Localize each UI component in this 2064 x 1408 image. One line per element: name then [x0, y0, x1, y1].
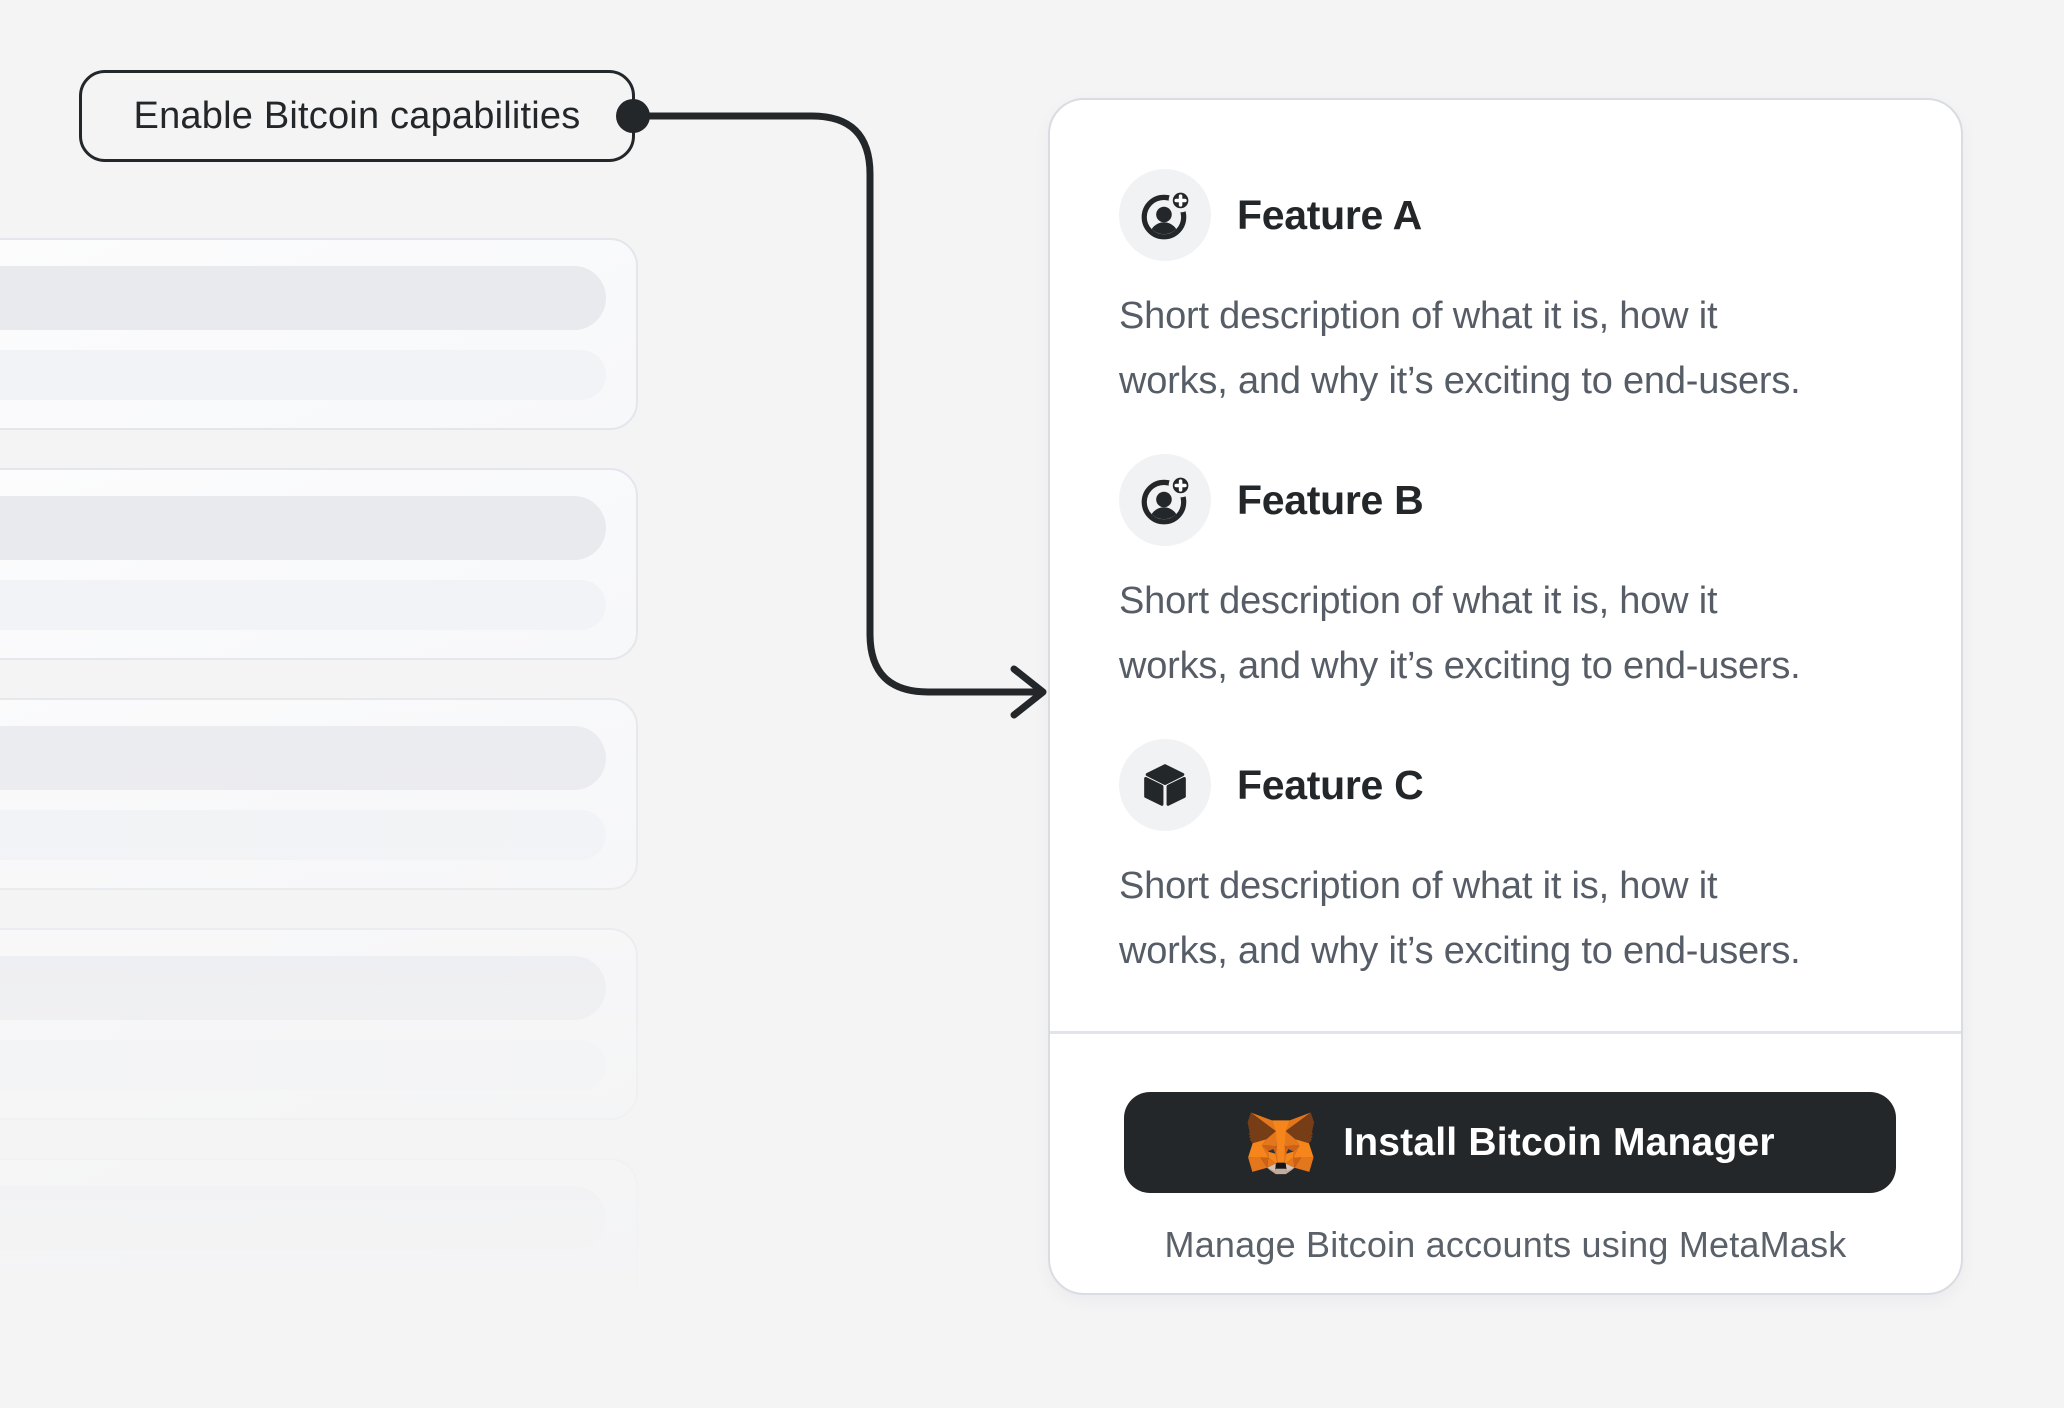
feature-b-header: Feature B	[1119, 454, 1903, 546]
skeleton-bar	[0, 350, 606, 400]
skeleton-card	[0, 468, 638, 660]
feature-c-description-line1: Short description of what it is, how it	[1119, 865, 1718, 907]
feature-section-a: Feature A Short description of what it i…	[1119, 169, 1903, 414]
skeleton-bar	[0, 1186, 606, 1250]
annotation-callout: Enable Bitcoin capabilities	[79, 70, 635, 162]
skeleton-bar	[0, 1270, 606, 1320]
skeleton-bar	[0, 726, 606, 790]
skeleton-card	[0, 238, 638, 430]
feature-b-description: Short description of what it is, how it …	[1119, 569, 1903, 699]
install-bitcoin-manager-button[interactable]: Install Bitcoin Manager	[1124, 1092, 1896, 1193]
skeleton-bar	[0, 580, 606, 630]
cube-icon	[1144, 764, 1186, 806]
feature-b-description-line2: works, and why it’s exciting to end-user…	[1119, 645, 1801, 687]
skeleton-bar	[0, 266, 606, 330]
install-button-label: Install Bitcoin Manager	[1343, 1120, 1775, 1164]
feature-a-title: Feature A	[1237, 191, 1422, 238]
feature-c-description: Short description of what it is, how it …	[1119, 854, 1903, 984]
feature-card: Feature A Short description of what it i…	[1048, 98, 1963, 1295]
feature-a-header: Feature A	[1119, 169, 1903, 261]
feature-b-icon-circle	[1119, 454, 1211, 546]
skeleton-bar	[0, 956, 606, 1020]
feature-section-b: Feature B Short description of what it i…	[1119, 454, 1903, 699]
account-add-icon	[1141, 473, 1192, 525]
metamask-fox-icon	[1247, 1111, 1315, 1174]
feature-a-description: Short description of what it is, how it …	[1119, 284, 1903, 414]
skeleton-card	[0, 928, 638, 1120]
feature-c-header: Feature C	[1119, 739, 1903, 831]
feature-c-description-line2: works, and why it’s exciting to end-user…	[1119, 930, 1801, 972]
skeleton-card	[0, 698, 638, 890]
feature-c-icon-circle	[1119, 739, 1211, 831]
skeleton-card	[0, 1158, 638, 1350]
feature-b-title: Feature B	[1237, 476, 1424, 523]
card-caption: Manage Bitcoin accounts using MetaMask	[1164, 1224, 1847, 1265]
skeleton-bar	[0, 496, 606, 560]
feature-a-description-line1: Short description of what it is, how it	[1119, 295, 1718, 337]
feature-a-description-line2: works, and why it’s exciting to end-user…	[1119, 360, 1801, 402]
account-add-icon	[1141, 188, 1192, 240]
card-divider	[1050, 1031, 1961, 1034]
feature-section-c: Feature C Short description of what it i…	[1119, 739, 1903, 984]
annotation-callout-label: Enable Bitcoin capabilities	[133, 94, 581, 137]
feature-b-description-line1: Short description of what it is, how it	[1119, 580, 1718, 622]
skeleton-bar	[0, 810, 606, 860]
feature-list: Feature A Short description of what it i…	[1119, 169, 1903, 1024]
skeleton-bar	[0, 1040, 606, 1090]
feature-a-icon-circle	[1119, 169, 1211, 261]
feature-c-title: Feature C	[1237, 761, 1424, 808]
